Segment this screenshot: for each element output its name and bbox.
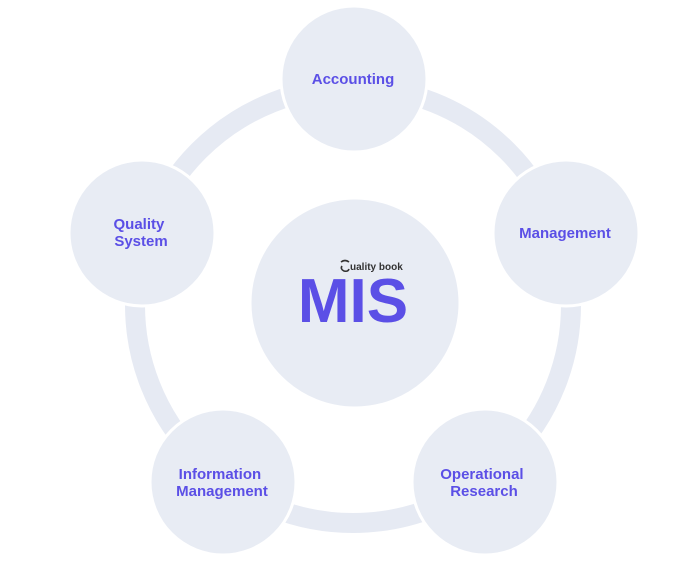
node-accounting-line-1: Accounting xyxy=(312,71,395,88)
node-management: Management xyxy=(491,158,641,308)
node-operational-research: Operational Research xyxy=(410,407,560,557)
node-information-management-circle xyxy=(148,407,298,557)
node-management-label: Management xyxy=(519,225,611,242)
node-accounting: Accounting xyxy=(279,4,429,154)
node-management-circle xyxy=(491,158,641,308)
node-accounting-circle xyxy=(279,4,429,154)
node-operational-research-label: Operational Research xyxy=(440,466,528,500)
quality-book-watermark: uality book xyxy=(350,262,403,273)
node-quality-system-line-1: Quality xyxy=(113,216,165,233)
node-operational-research-circle xyxy=(410,407,560,557)
node-operational-research-line-1: Operational xyxy=(440,466,523,483)
node-information-management-line-1: Information xyxy=(179,466,262,483)
node-management-line-1: Management xyxy=(519,225,611,242)
quality-book-logo: uality book xyxy=(340,259,403,273)
node-information-management-label: Information Management xyxy=(176,466,268,500)
node-accounting-label: Accounting xyxy=(312,71,395,88)
node-information-management: Information Management xyxy=(148,407,298,557)
center-hub xyxy=(248,196,462,410)
node-operational-research-line-2: Research xyxy=(450,483,518,500)
quality-book-logo-icon xyxy=(340,259,350,273)
node-quality-system-circle xyxy=(67,158,217,308)
mis-title: MIS xyxy=(298,267,408,336)
node-quality-system-label: Quality System xyxy=(113,216,168,250)
node-information-management-line-2: Management xyxy=(176,483,268,500)
node-quality-system-line-2: System xyxy=(114,233,167,250)
node-quality-system: Quality System xyxy=(67,158,217,308)
